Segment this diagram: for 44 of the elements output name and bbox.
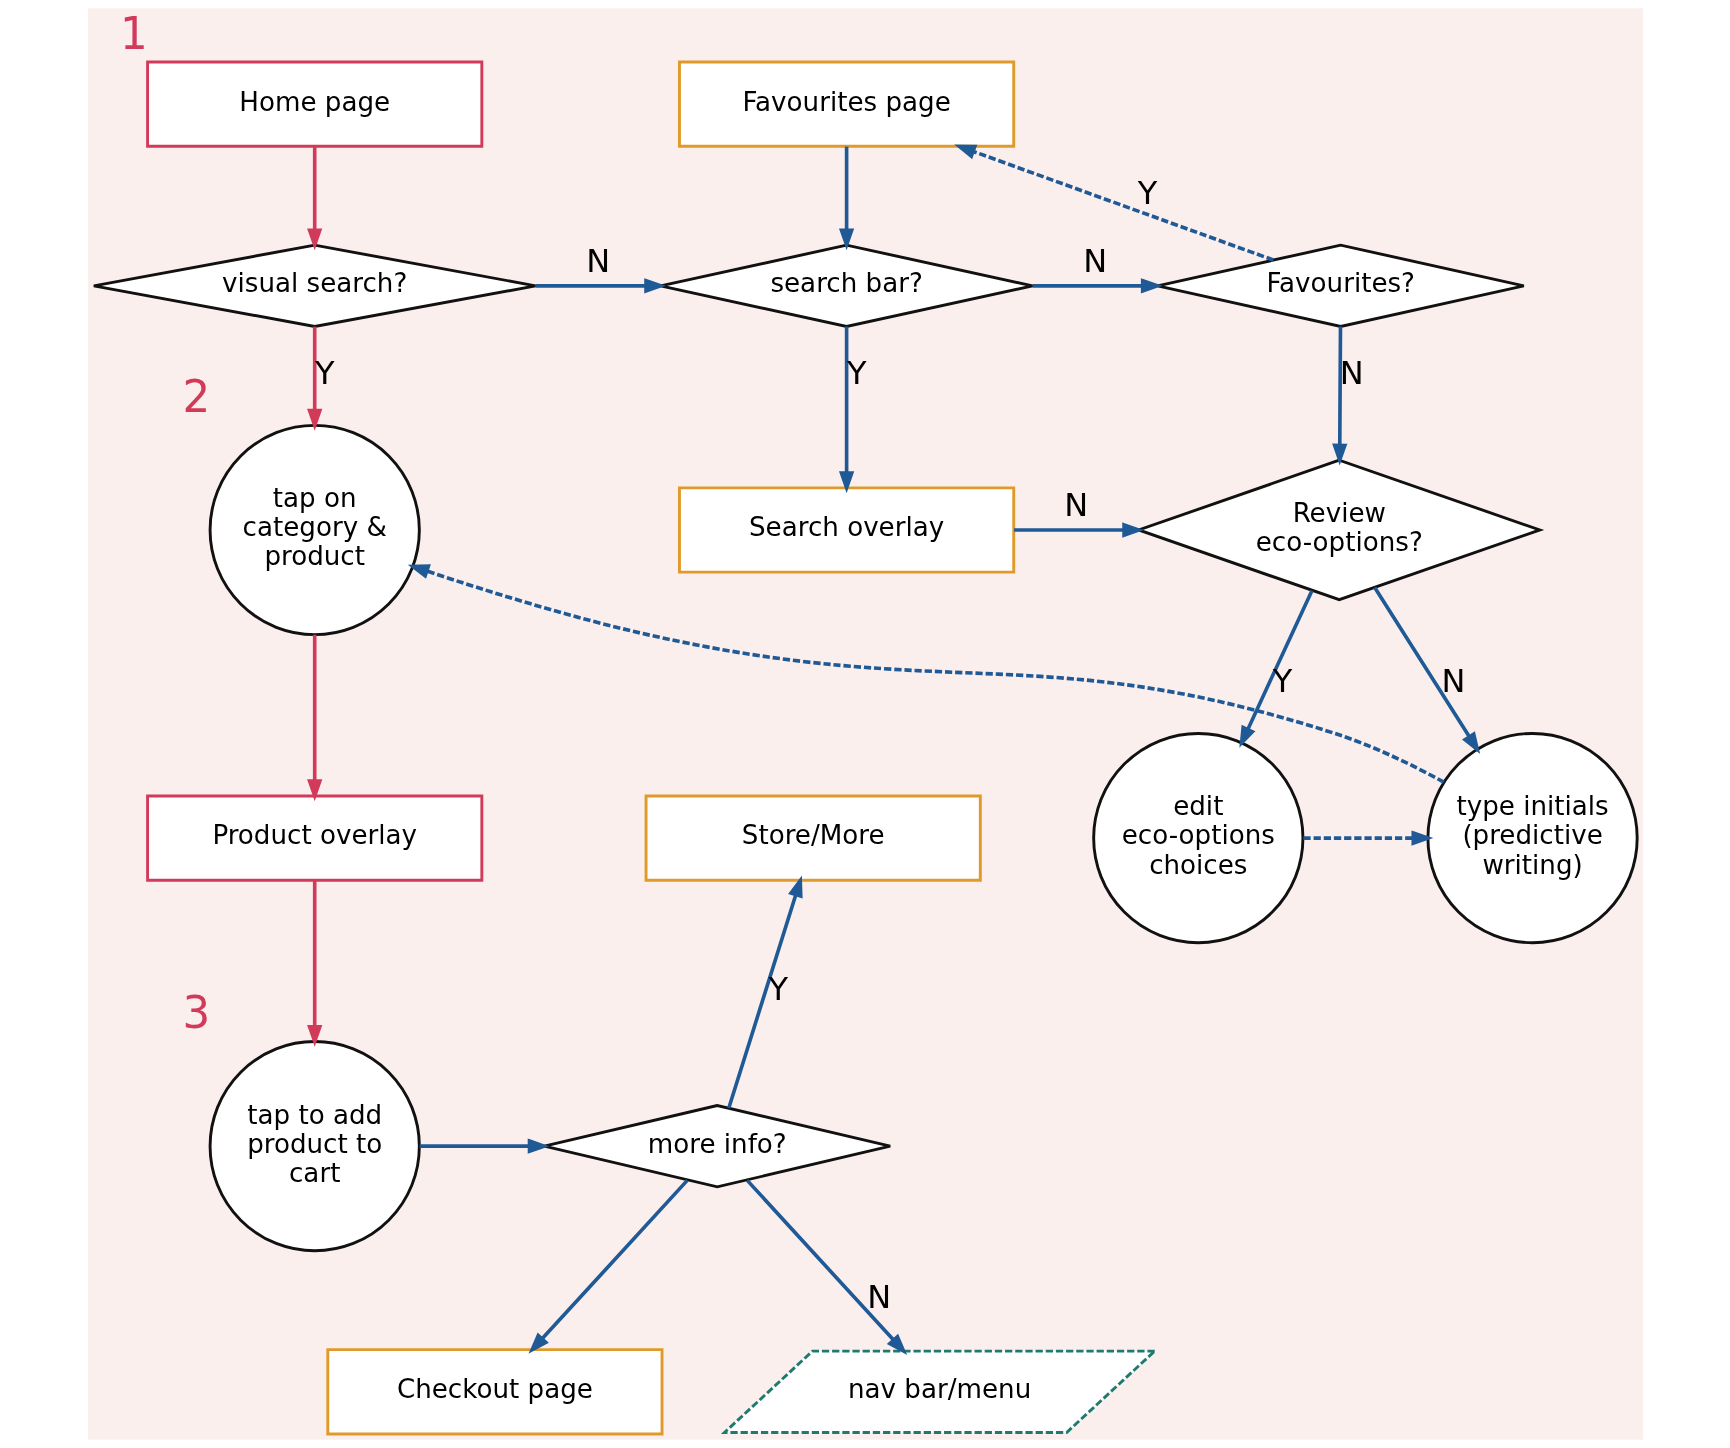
edge-label: Y xyxy=(1137,173,1157,212)
node-label: 2 xyxy=(181,372,210,423)
node-diamond: search bar? xyxy=(658,243,1034,328)
node-label: 3 xyxy=(181,988,210,1039)
edge-label: N xyxy=(1440,662,1465,701)
node-box: Product overlay xyxy=(145,794,483,882)
arrow xyxy=(838,146,854,251)
node-diamond: visual search? xyxy=(91,243,537,328)
node-circle: edit eco-options choices xyxy=(1091,732,1304,945)
node-circle: tap on category & product xyxy=(208,423,421,637)
arrow xyxy=(1302,830,1433,846)
arrow xyxy=(419,1138,550,1154)
arrow xyxy=(953,144,1274,262)
edge-label: Y xyxy=(1272,662,1292,701)
arrow xyxy=(745,1179,907,1355)
arrow xyxy=(726,875,803,1109)
node-box: Favourites page xyxy=(677,60,1015,148)
node-circle: tap to add product to cart xyxy=(208,1040,421,1253)
edge-label: N xyxy=(1063,486,1088,525)
arrow xyxy=(1331,326,1347,466)
node-box: Checkout page xyxy=(325,1348,663,1436)
arrow xyxy=(407,564,1445,784)
edge-label: N xyxy=(866,1278,891,1317)
node-diamond: more info? xyxy=(542,1104,892,1189)
arrow xyxy=(306,146,322,251)
node-label: 1 xyxy=(119,8,148,59)
node-box: Search overlay xyxy=(677,486,1015,574)
arrow xyxy=(306,880,322,1047)
node-diamond: Favourites? xyxy=(1155,243,1525,329)
edge-label: N xyxy=(585,242,610,281)
arrow xyxy=(1238,589,1314,748)
node-box: Store/More xyxy=(644,794,982,882)
arrow xyxy=(1372,586,1480,754)
arrow xyxy=(838,326,854,494)
edge-label: N xyxy=(1082,242,1107,281)
arrow xyxy=(535,278,666,294)
edge-label: N xyxy=(1339,354,1364,393)
node-box: Home page xyxy=(145,60,483,148)
arrow xyxy=(306,634,322,802)
arrow xyxy=(1032,278,1163,294)
edge-label: Y xyxy=(768,970,788,1009)
arrow xyxy=(527,1179,689,1354)
arrow xyxy=(306,326,322,431)
arrow xyxy=(1013,522,1144,538)
